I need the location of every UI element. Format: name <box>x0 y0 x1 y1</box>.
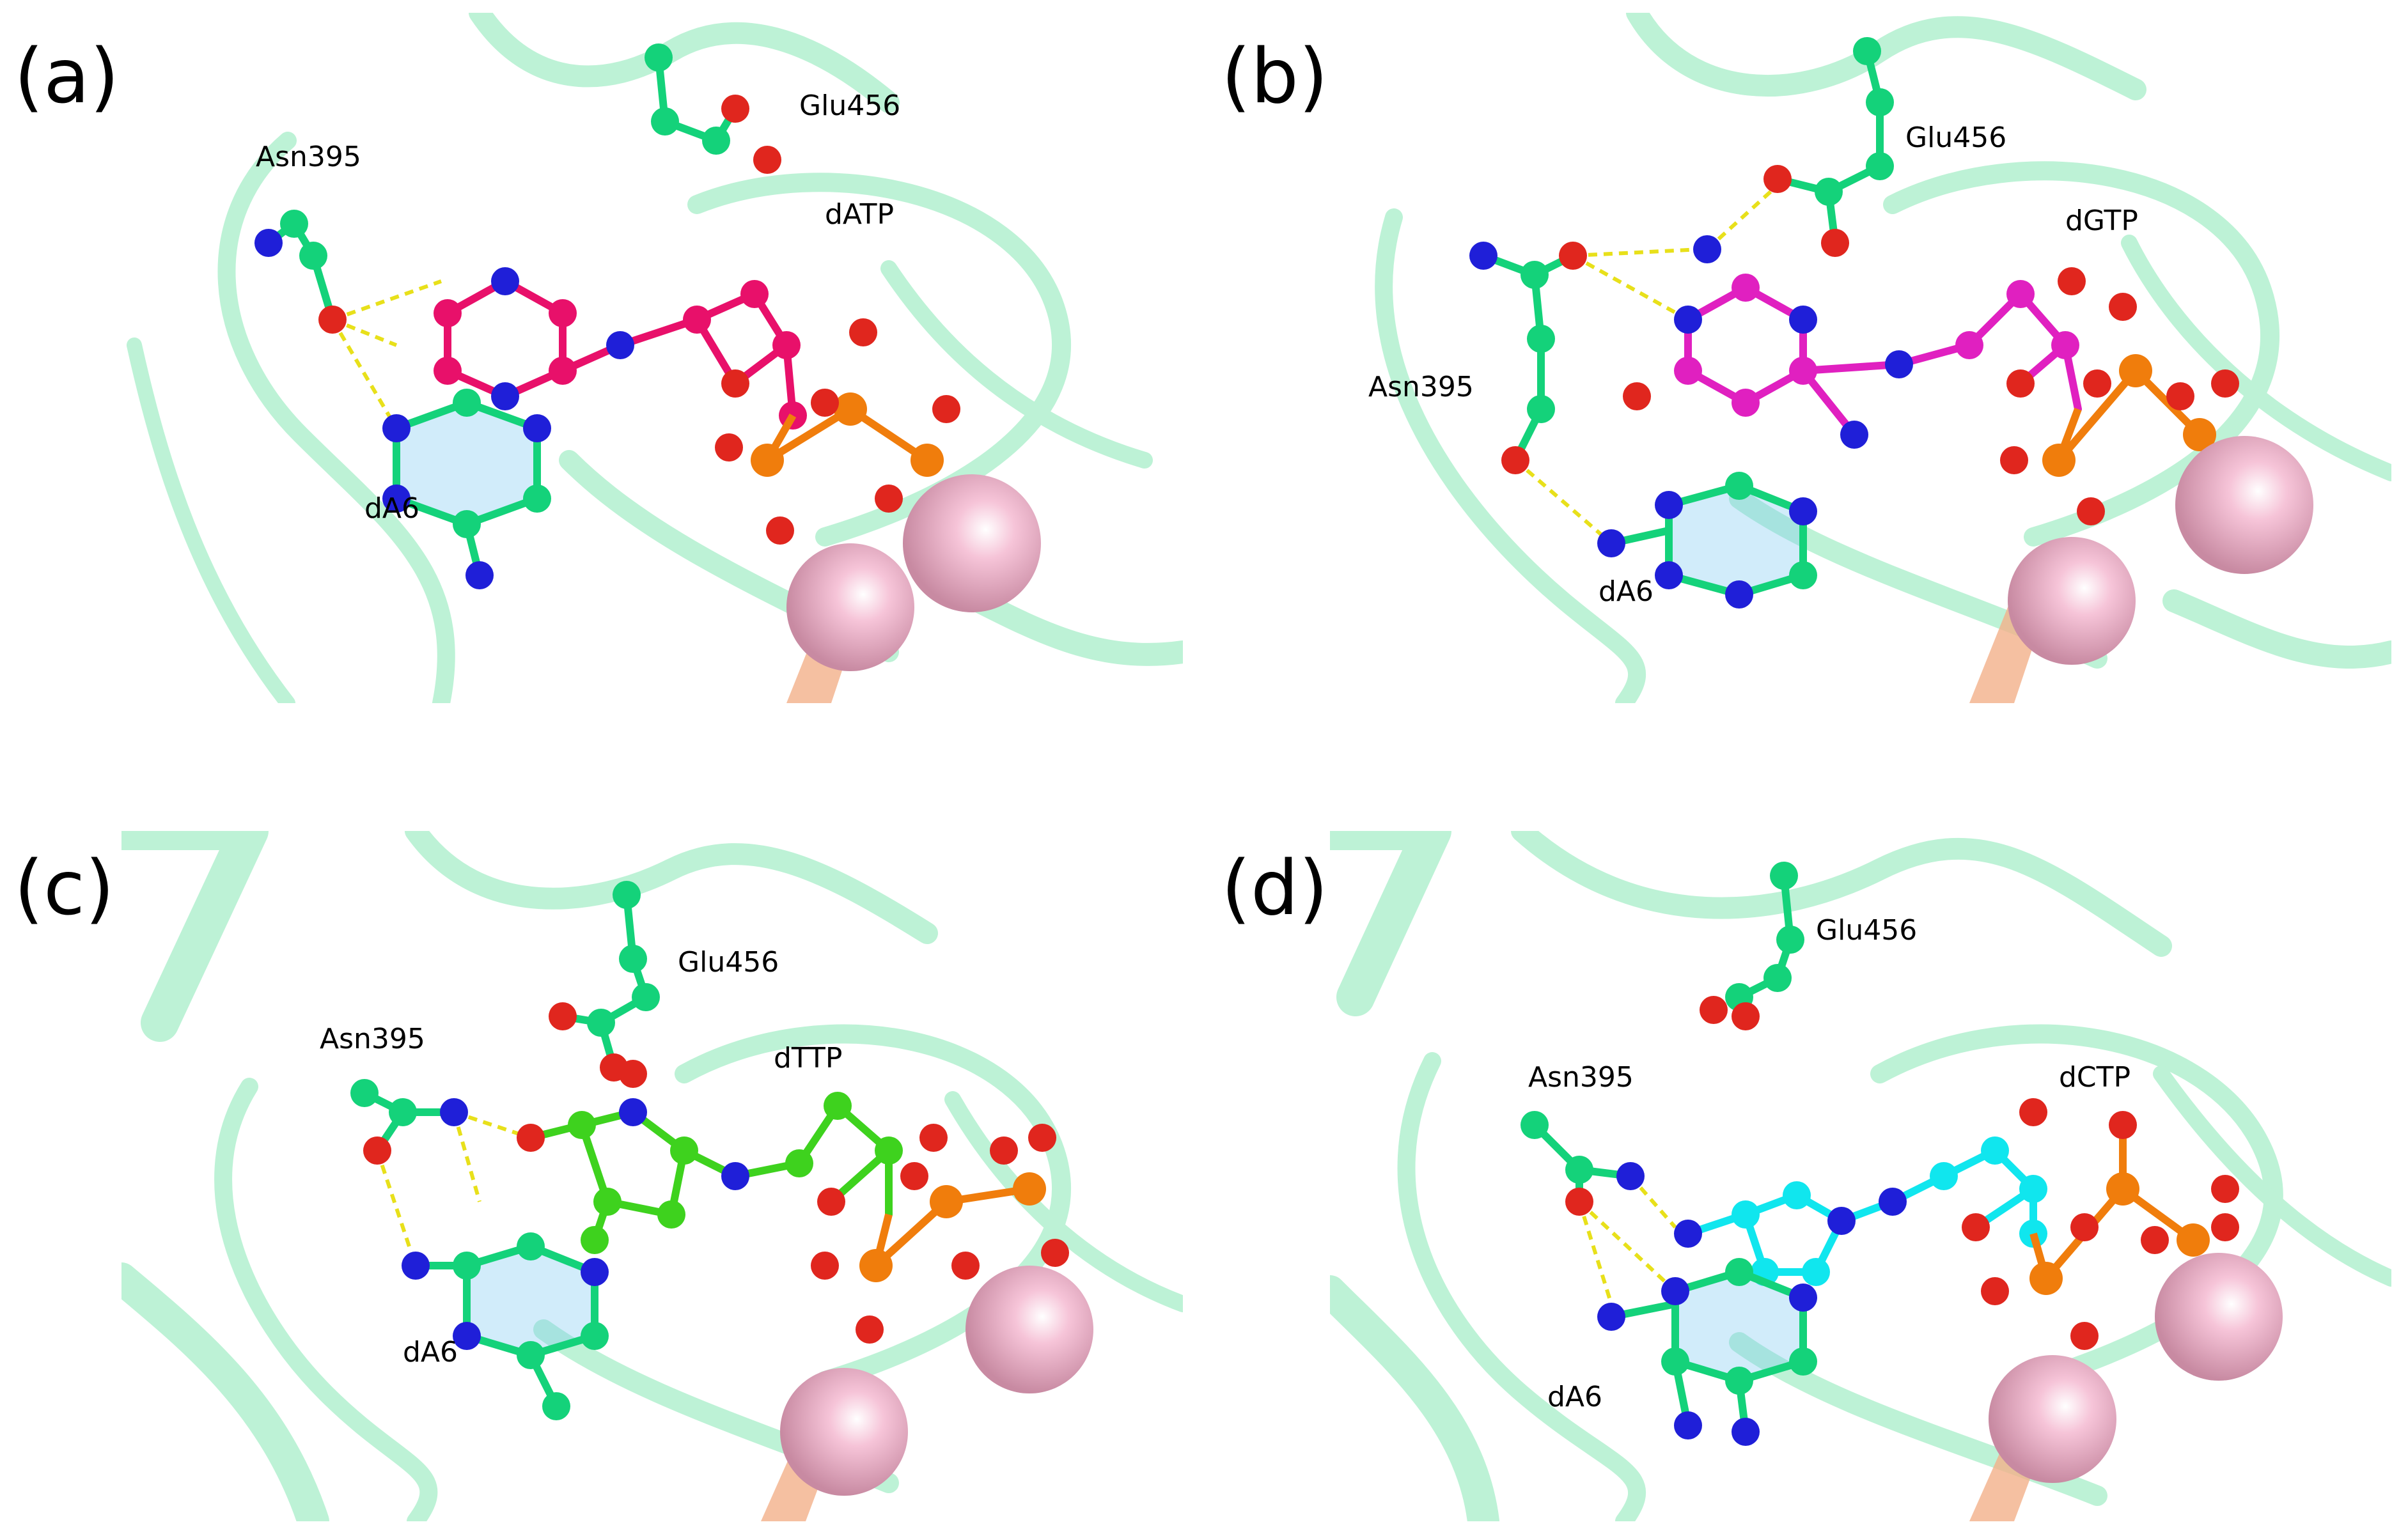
phosphorus-atoms <box>859 1172 1046 1282</box>
glu-residue <box>645 43 781 174</box>
asn-residue <box>350 1079 468 1165</box>
protein-ribbon <box>1330 831 2391 1521</box>
panel-letter-a: (a) <box>14 32 120 120</box>
da6-base <box>1597 1258 1817 1446</box>
nucleotide-atoms <box>434 267 807 430</box>
nucleotide-atoms <box>1623 235 2079 449</box>
hbonds <box>331 279 442 430</box>
asn-residue <box>1469 242 1587 474</box>
oxygen-atoms <box>1981 1111 2239 1350</box>
label-glu456: Glu456 <box>678 946 779 979</box>
panel-letter-b: (b) <box>1221 32 1328 120</box>
label-glu456: Glu456 <box>1816 914 1917 947</box>
phosphorus-atoms <box>751 392 944 477</box>
panel-d: Asn395 Glu456 dCTP dA6 <box>1330 831 2391 1521</box>
metal-ion-2 <box>966 1266 1093 1393</box>
metal-ion-1 <box>1989 1355 2116 1483</box>
metal-ion-2 <box>903 474 1041 612</box>
structure-b: Asn395 Glu456 dGTP dA6 <box>1330 13 2391 703</box>
label-ntp: dGTP <box>2065 205 2138 237</box>
hbonds <box>1514 183 1779 545</box>
label-glu456: Glu456 <box>1905 121 2006 154</box>
nucleotide-atoms <box>517 1060 903 1254</box>
structure-c: Asn395 Glu456 dTTP dA6 <box>121 831 1183 1521</box>
label-ntp: dTTP <box>774 1042 842 1074</box>
label-asn395: Asn395 <box>320 1023 425 1055</box>
asn-residue <box>1521 1111 1645 1216</box>
metal-ion-1 <box>2008 537 2136 665</box>
label-ntp: dATP <box>825 198 894 231</box>
panel-c: Asn395 Glu456 dTTP dA6 <box>121 831 1183 1521</box>
nucleotide-atoms <box>1674 1098 2047 1286</box>
asn-residue <box>254 210 347 334</box>
oxygen-atoms <box>811 1124 1069 1344</box>
protein-ribbon <box>121 831 1183 1521</box>
label-asn395: Asn395 <box>1528 1061 1634 1094</box>
metal-ion-2 <box>2155 1253 2283 1381</box>
da6-base <box>382 389 551 589</box>
phosphorus-atoms <box>2029 1172 2210 1295</box>
oxygen-atoms <box>2000 267 2239 525</box>
panel-letter-d: (d) <box>1221 844 1328 932</box>
structure-d: Asn395 Glu456 dCTP dA6 <box>1330 831 2391 1521</box>
da6-base <box>402 1232 609 1420</box>
label-da6: dA6 <box>1599 575 1654 608</box>
label-ntp: dCTP <box>2059 1061 2130 1094</box>
panel-letter-c: (c) <box>14 844 114 932</box>
protein-ribbon <box>127 13 1183 703</box>
label-da6: dA6 <box>364 492 419 525</box>
glu-residue <box>549 881 660 1082</box>
label-da6: dA6 <box>403 1336 458 1369</box>
label-glu456: Glu456 <box>799 89 900 122</box>
metal-ion-1 <box>780 1368 908 1496</box>
label-asn395: Asn395 <box>1368 371 1474 403</box>
metal-ion-1 <box>786 543 914 671</box>
glu-residue <box>1763 37 1894 257</box>
glu-residue <box>1700 862 1804 1030</box>
hbonds <box>1577 1175 1677 1305</box>
protein-ribbon <box>1375 13 2391 703</box>
phosphorus-atoms <box>2042 354 2216 477</box>
label-da6: dA6 <box>1547 1381 1602 1413</box>
panel-b: Asn395 Glu456 dGTP dA6 <box>1330 13 2391 703</box>
da6-base <box>1597 472 1817 609</box>
structure-a: Asn395 Glu456 dATP dA6 <box>121 13 1183 703</box>
label-asn395: Asn395 <box>256 141 361 173</box>
panel-a: Asn395 Glu456 dATP dA6 <box>121 13 1183 703</box>
metal-ion-2 <box>2175 436 2313 574</box>
